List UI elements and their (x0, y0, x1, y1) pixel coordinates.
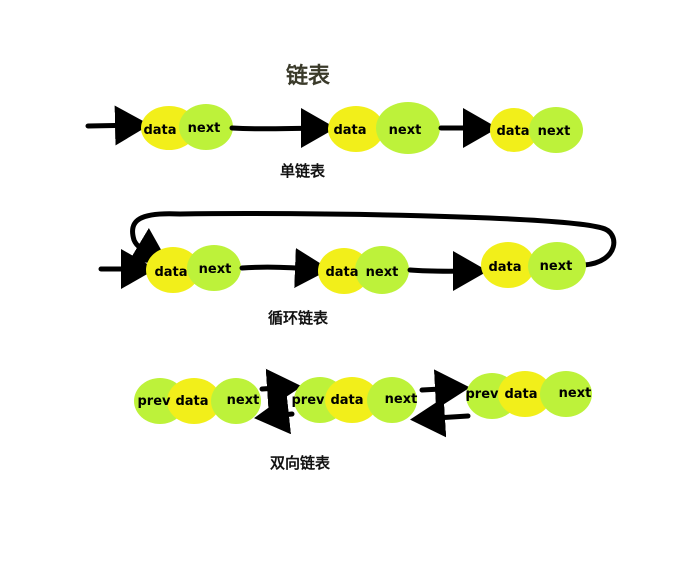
node-next-label: next (385, 392, 418, 407)
page-title: 链表 (286, 64, 331, 89)
singly-node-1: data next (141, 104, 233, 150)
node-next-label: next (389, 123, 422, 138)
node-next-cell (355, 246, 409, 294)
doubly-back-arrow-2 (410, 397, 471, 438)
node-next-cell (376, 102, 440, 154)
node-data-cell (481, 242, 535, 288)
node-next-label: next (188, 121, 221, 136)
singly-linked-list: data next data next data next (85, 102, 583, 154)
circular-arrow-2 (407, 251, 488, 292)
node-data-label: data (330, 393, 363, 408)
node-data-cell (328, 106, 384, 152)
node-next-cell (528, 242, 586, 290)
node-prev-label: prev (137, 394, 171, 409)
node-next-cell (540, 371, 592, 417)
circular-loop-arrow (128, 211, 617, 268)
node-next-cell (211, 378, 261, 424)
node-next-cell (529, 107, 583, 153)
node-data-label: data (154, 265, 187, 280)
node-next-label: next (538, 124, 571, 139)
singly-node-2: data next (328, 102, 440, 154)
caption-doubly: 双向链表 (270, 454, 331, 472)
node-data-cell (167, 378, 221, 424)
singly-arrow-1 (229, 108, 336, 149)
caption-singly: 单链表 (280, 162, 326, 180)
node-data-cell (318, 248, 370, 294)
node-data-label: data (143, 123, 176, 138)
node-next-cell (187, 245, 241, 291)
doubly-node-2: prev data next (291, 377, 417, 423)
doubly-node-1: prev data next (134, 378, 261, 424)
node-next-label: next (227, 393, 260, 408)
doubly-node-3: prev data next (465, 371, 592, 419)
node-next-cell (179, 104, 233, 150)
node-prev-label: prev (291, 393, 325, 408)
node-next-label: next (559, 386, 592, 401)
node-data-cell (490, 108, 538, 152)
node-data-label: data (488, 260, 521, 275)
circular-node-1: data next (146, 245, 241, 293)
node-next-label: next (199, 262, 232, 277)
node-data-label: data (504, 387, 537, 402)
node-data-label: data (333, 123, 366, 138)
singly-node-3: data next (490, 107, 583, 153)
node-data-cell (325, 377, 379, 423)
circular-arrow-1 (239, 248, 330, 288)
node-data-label: data (325, 265, 358, 280)
doubly-forward-arrow-1 (259, 368, 302, 409)
node-next-label: next (540, 259, 573, 274)
singly-entry-arrow (85, 105, 150, 146)
circular-node-3: data next (481, 242, 586, 290)
node-data-cell (498, 371, 552, 417)
node-data-cell (146, 247, 200, 293)
doubly-forward-arrow-2 (419, 369, 470, 410)
caption-circular: 循环链表 (268, 309, 329, 327)
circular-linked-list: data next data next data next (98, 211, 617, 294)
node-next-label: next (366, 265, 399, 280)
doubly-back-arrow-1 (254, 394, 295, 435)
doubly-linked-list: prev data next prev data next prev (134, 368, 592, 438)
circular-node-2: data next (318, 246, 409, 294)
node-next-cell (367, 377, 417, 423)
node-data-label: data (496, 124, 529, 139)
node-prev-label: prev (465, 387, 499, 402)
node-data-label: data (175, 394, 208, 409)
